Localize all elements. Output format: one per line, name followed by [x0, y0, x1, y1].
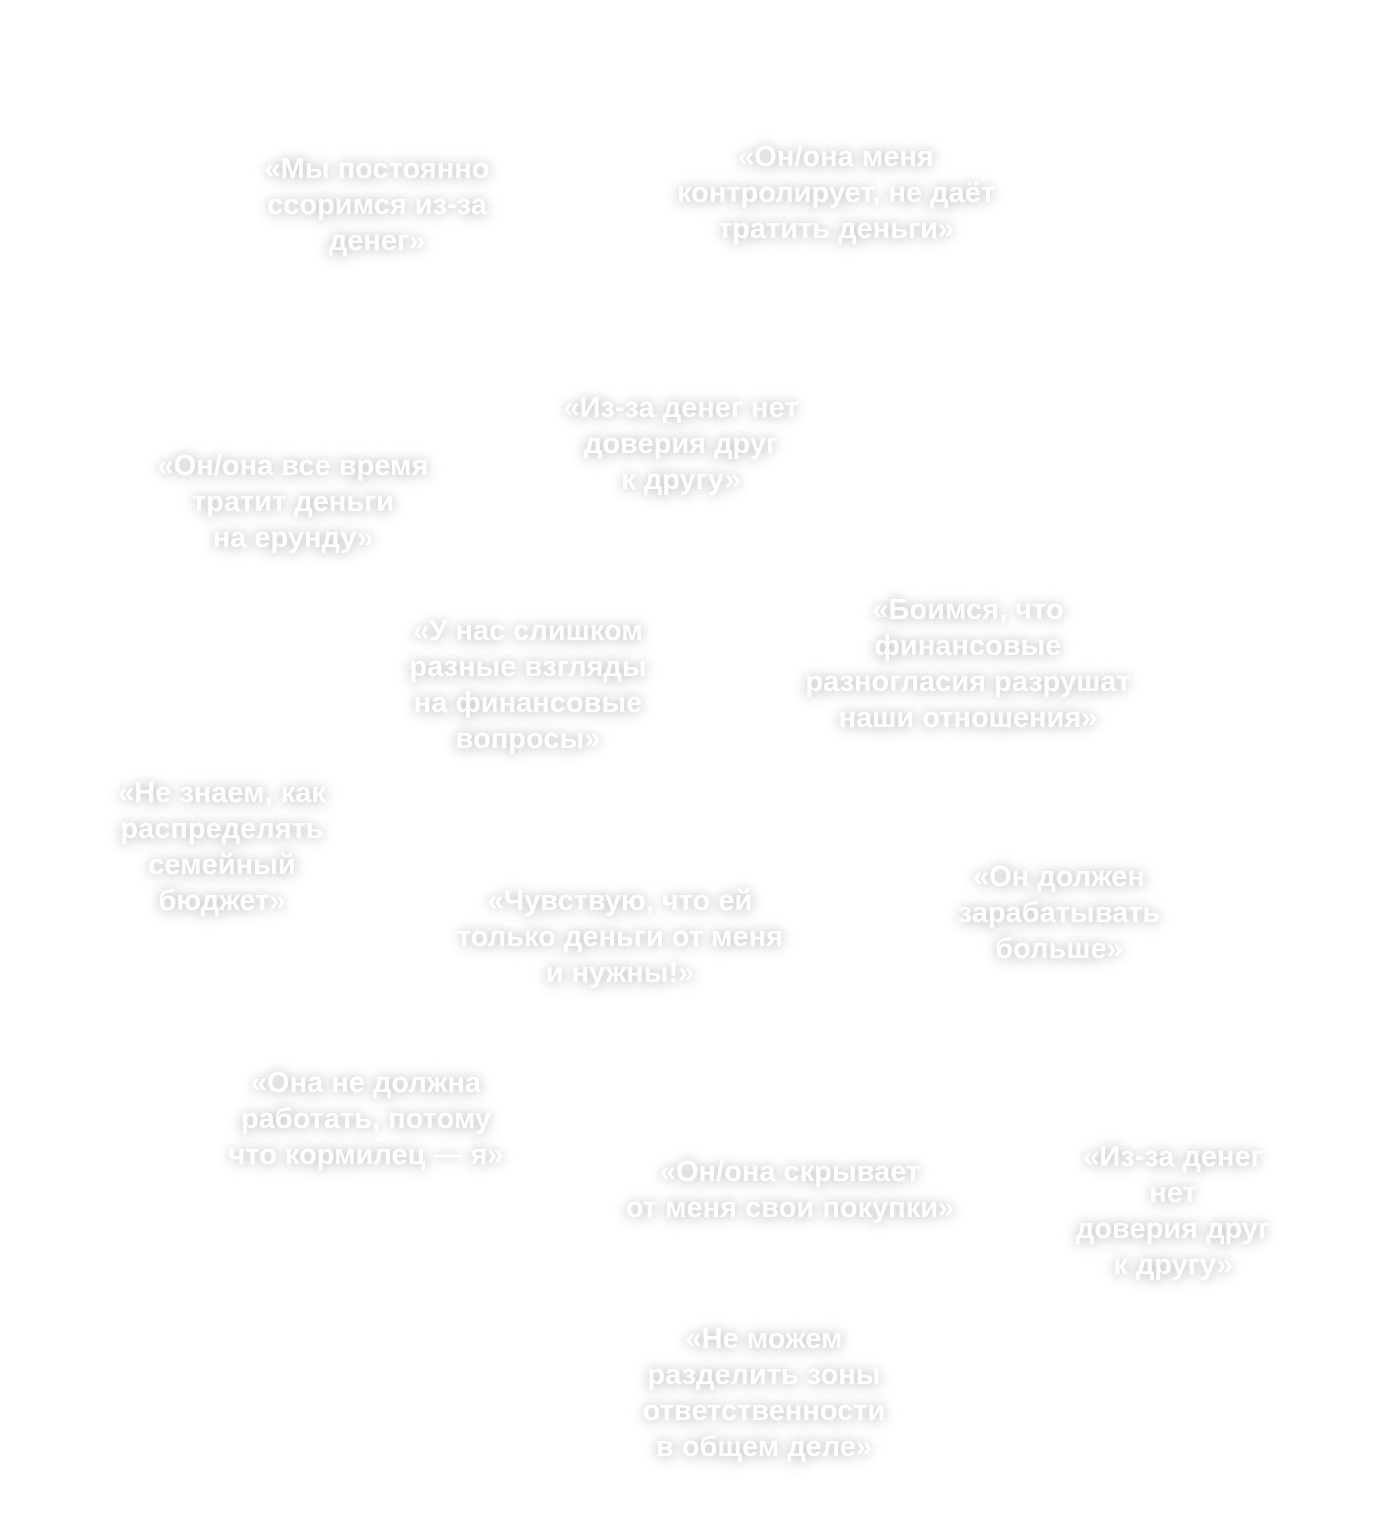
- quote-no-trust: «Из-за денег нет доверия друг к другу»: [563, 392, 799, 496]
- quote-control: «Он/она меня контролирует, не даёт трати…: [676, 141, 996, 245]
- quote-only-money: «Чувствую, что ей только деньги от меня …: [456, 885, 784, 989]
- quote-breadwinner: «Она не должна работать, потому что корм…: [228, 1067, 504, 1171]
- quote-wastes-money: «Он/она все время тратит деньги на ерунд…: [157, 450, 429, 554]
- quote-fear-disagreements: «Боимся, что финансовые разногласия разр…: [805, 594, 1131, 734]
- quote-different-views: «У нас слишком разные взгляды на финансо…: [409, 615, 647, 755]
- quote-hides-purchases: «Он/она скрывает от меня свои покупки»: [625, 1156, 955, 1224]
- quote-budget-distribution: «Не знаем, как распределять семейный бюд…: [118, 777, 326, 917]
- quote-constant-quarrels: «Мы постоянно ссоримся из-за денег»: [264, 153, 490, 257]
- quote-earn-more: «Он должен зарабатывать больше»: [957, 861, 1161, 965]
- quote-responsibility-zones: «Не можем разделить зоны ответственности…: [642, 1323, 886, 1463]
- quote-no-trust-2: «Из-за денег нет доверия друг к другу»: [1075, 1141, 1271, 1281]
